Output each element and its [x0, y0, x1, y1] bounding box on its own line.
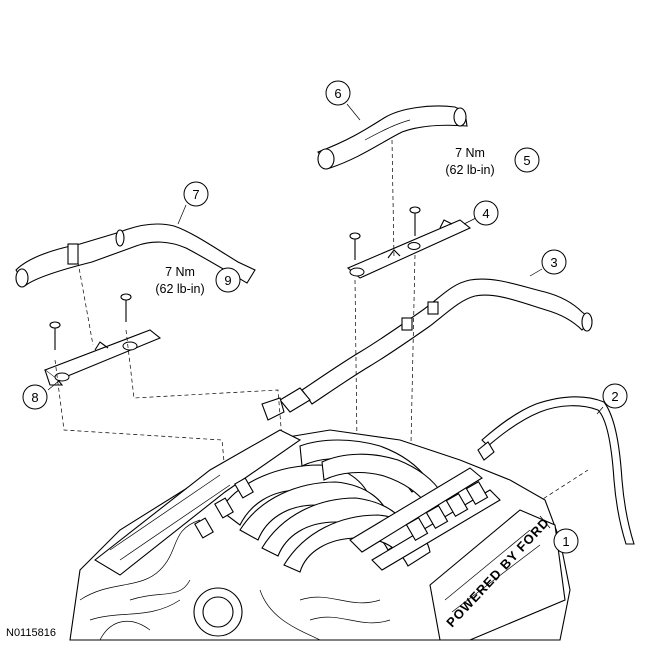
hose-2	[477, 396, 635, 545]
callout-7: 7	[183, 181, 209, 207]
torque-spec-5-nm: 7 Nm	[455, 146, 485, 160]
callout-8: 8	[22, 384, 48, 410]
engine-assembly	[69, 429, 571, 641]
bolt-right-2	[409, 206, 421, 236]
callout-1-label: 1	[562, 534, 569, 549]
callout-6: 6	[325, 80, 351, 106]
callout-6-label: 6	[334, 86, 341, 101]
callout-9-label: 9	[224, 273, 231, 288]
hose-3	[261, 278, 593, 421]
callout-7-label: 7	[192, 187, 199, 202]
callout-4: 4	[473, 200, 499, 226]
bolt-right-1	[349, 232, 361, 260]
callout-3: 3	[541, 249, 567, 275]
bracket-4	[346, 219, 472, 279]
callout-5: 5	[514, 147, 540, 173]
torque-spec-5-lbin: (62 lb-in)	[445, 163, 494, 177]
callout-2: 2	[602, 383, 628, 409]
callout-9: 9	[215, 267, 241, 293]
leader-lines	[47, 103, 604, 529]
callout-5-label: 5	[523, 153, 530, 168]
callout-1: 1	[553, 528, 579, 554]
callout-3-label: 3	[550, 255, 557, 270]
torque-spec-5: 7 Nm (62 lb-in)	[445, 146, 494, 177]
torque-spec-9: 7 Nm (62 lb-in)	[155, 265, 204, 296]
callout-8-label: 8	[31, 390, 38, 405]
hose-6	[317, 105, 468, 170]
torque-spec-9-nm: 7 Nm	[165, 265, 195, 279]
bracket-8	[43, 329, 162, 386]
hose-7	[15, 223, 256, 288]
callout-2-label: 2	[611, 389, 618, 404]
figure-id: N0115816	[6, 627, 56, 639]
torque-spec-9-lbin: (62 lb-in)	[155, 282, 204, 296]
bolt-left-2	[120, 293, 132, 322]
bolt-left-1	[49, 321, 61, 350]
callout-4-label: 4	[482, 206, 489, 221]
